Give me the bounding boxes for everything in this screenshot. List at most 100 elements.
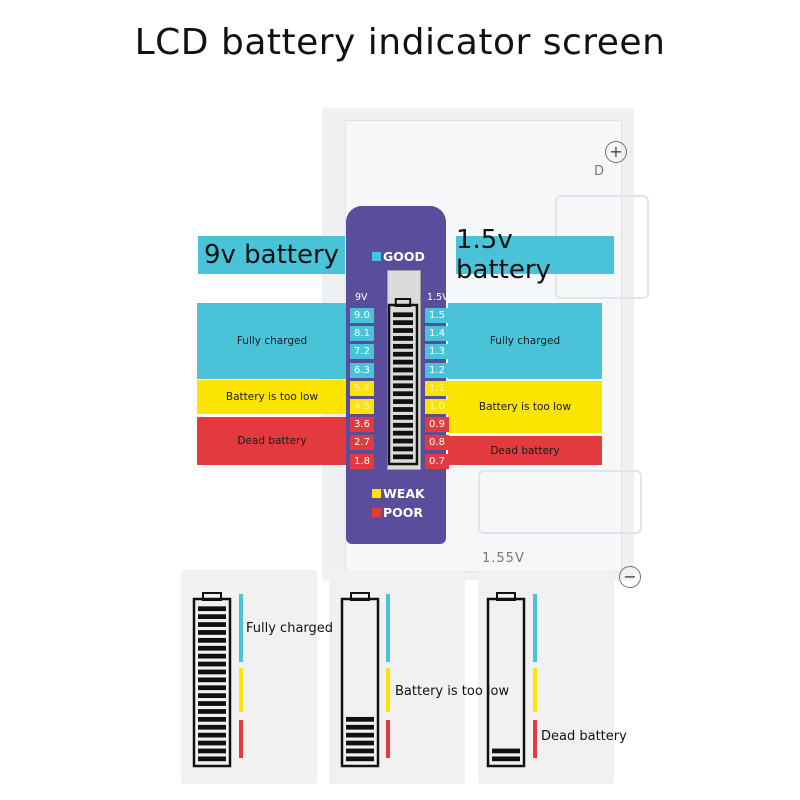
indicator-good-low [386,594,390,662]
example-card-low [329,570,465,784]
lcd-battery-bar [393,343,413,349]
example-battery-0-body [192,597,232,768]
example-battery-0-bar [198,709,226,714]
lcd-battery-bar [393,336,413,341]
lcd-battery-bar [393,422,413,428]
example-battery-0-bar [198,716,226,722]
weak-square-icon [372,489,381,498]
example-battery-0-bar [198,701,226,706]
status-weak-label: WEAK [383,486,425,501]
example-card-full [181,570,317,784]
example-battery-0-bar [198,693,226,699]
indicator-weak-dead [533,668,537,712]
example-battery-0-bar [198,677,226,683]
scale-9v-value: 9.0 [350,308,374,323]
lcd-battery-bar [393,454,413,460]
scale-9v-value: 6.3 [350,362,374,378]
scale-9v-value: 5.4 [350,380,374,396]
header-9v: 9V [355,292,368,303]
band-dead-9v: Dead battery [197,417,347,465]
lcd-battery-bar [393,359,413,365]
example-battery-0-bar [198,740,226,746]
example-battery-0-bar [198,622,226,627]
lcd-battery-bar [393,430,413,436]
page-title: LCD battery indicator screen [134,22,666,63]
scale-1-5v-value: 0.7 [425,453,449,469]
example-battery-0-bar [198,661,226,667]
lcd-battery-bar [393,415,413,420]
caption-too-low: Battery is too low [395,684,510,699]
lcd-battery-bar [393,312,413,318]
example-battery-0-bar [198,645,226,651]
indicator-weak-low [386,668,390,712]
status-poor-label: POOR [383,505,424,520]
scale-1-5v-value: 1.0 [425,399,449,414]
battery-icon-full [192,592,232,768]
header-1-5v: 1.5V [427,292,449,303]
poor-square-icon [372,508,381,517]
minus-terminal-icon: − [619,566,641,588]
label-1-5v-battery: 1.5v battery [456,225,614,285]
example-battery-2-bar [492,756,520,762]
slot-frame-bottom [478,470,642,534]
band-dead-1-5v: Dead battery [448,436,602,465]
example-battery-0-bar [198,653,226,659]
lcd-battery-bar [393,328,413,333]
d-size-label: D [594,164,605,179]
example-battery-1-bar [346,732,374,738]
scale-1-5v-value: 1.3 [425,344,449,360]
example-battery-0-bar [198,685,226,691]
plus-terminal-icon: + [605,141,627,163]
good-square-icon [372,252,381,261]
lcd-battery-bar [393,407,413,412]
example-battery-1-bar [346,748,374,754]
scale-9v-value: 1.8 [350,453,374,469]
example-battery-2-bar [492,748,520,754]
lcd-battery-bar [393,367,413,373]
example-battery-0-bar [198,724,226,730]
example-battery-0-bar [198,669,226,675]
indicator-poor-full [239,720,243,758]
indicator-poor-dead [533,720,537,758]
example-battery-0-bar [198,732,226,738]
lcd-battery-bars [387,298,419,466]
indicator-weak-full [239,668,243,712]
band-fully-charged-9v: Fully charged [197,303,347,379]
caption-fully-charged: Fully charged [246,621,334,636]
status-poor: POOR [372,505,423,520]
scale-1-5v-value: 1.1 [425,380,449,396]
status-good: GOOD [372,249,425,264]
example-battery-1-body [340,597,380,768]
example-battery-0-bar [198,606,226,612]
example-battery-0-bar [198,630,226,635]
indicator-good-full [239,594,243,662]
lcd-battery-body [387,303,419,466]
lcd-battery-bar [393,438,413,444]
example-battery-0-bar [198,756,226,762]
scale-9v-value: 2.7 [350,435,374,451]
example-battery-0-bar [198,637,226,643]
scale-1-5v-value: 1.2 [425,362,449,378]
example-battery-1-bar [346,724,374,730]
battery-icon-low [340,592,380,768]
band-fully-charged-1-5v: Fully charged [448,303,602,379]
example-battery-2-body [486,597,526,768]
scale-9v-value: 7.2 [350,344,374,360]
indicator-good-dead [533,594,537,662]
lcd-battery-bar [393,399,413,404]
lcd-battery-bar [393,383,413,389]
example-battery-1-bar [346,756,374,762]
scale-1-5v-value: 0.8 [425,435,449,451]
lcd-battery-bar [393,375,413,381]
scale-9v-value: 3.6 [350,417,374,433]
lcd-battery-bar [393,351,413,357]
example-battery-0-bar [198,614,226,620]
device-voltage-label: 1.55V [482,551,525,566]
scale-9v-value: 4.5 [350,399,374,414]
band-too-low-1-5v: Battery is too low [448,381,602,433]
band-too-low-9v: Battery is too low [197,380,347,414]
scale-1-5v-value: 0.9 [425,417,449,433]
example-card-dead [478,570,614,784]
scale-1-5v-value: 1.4 [425,326,449,342]
status-weak: WEAK [372,486,425,501]
